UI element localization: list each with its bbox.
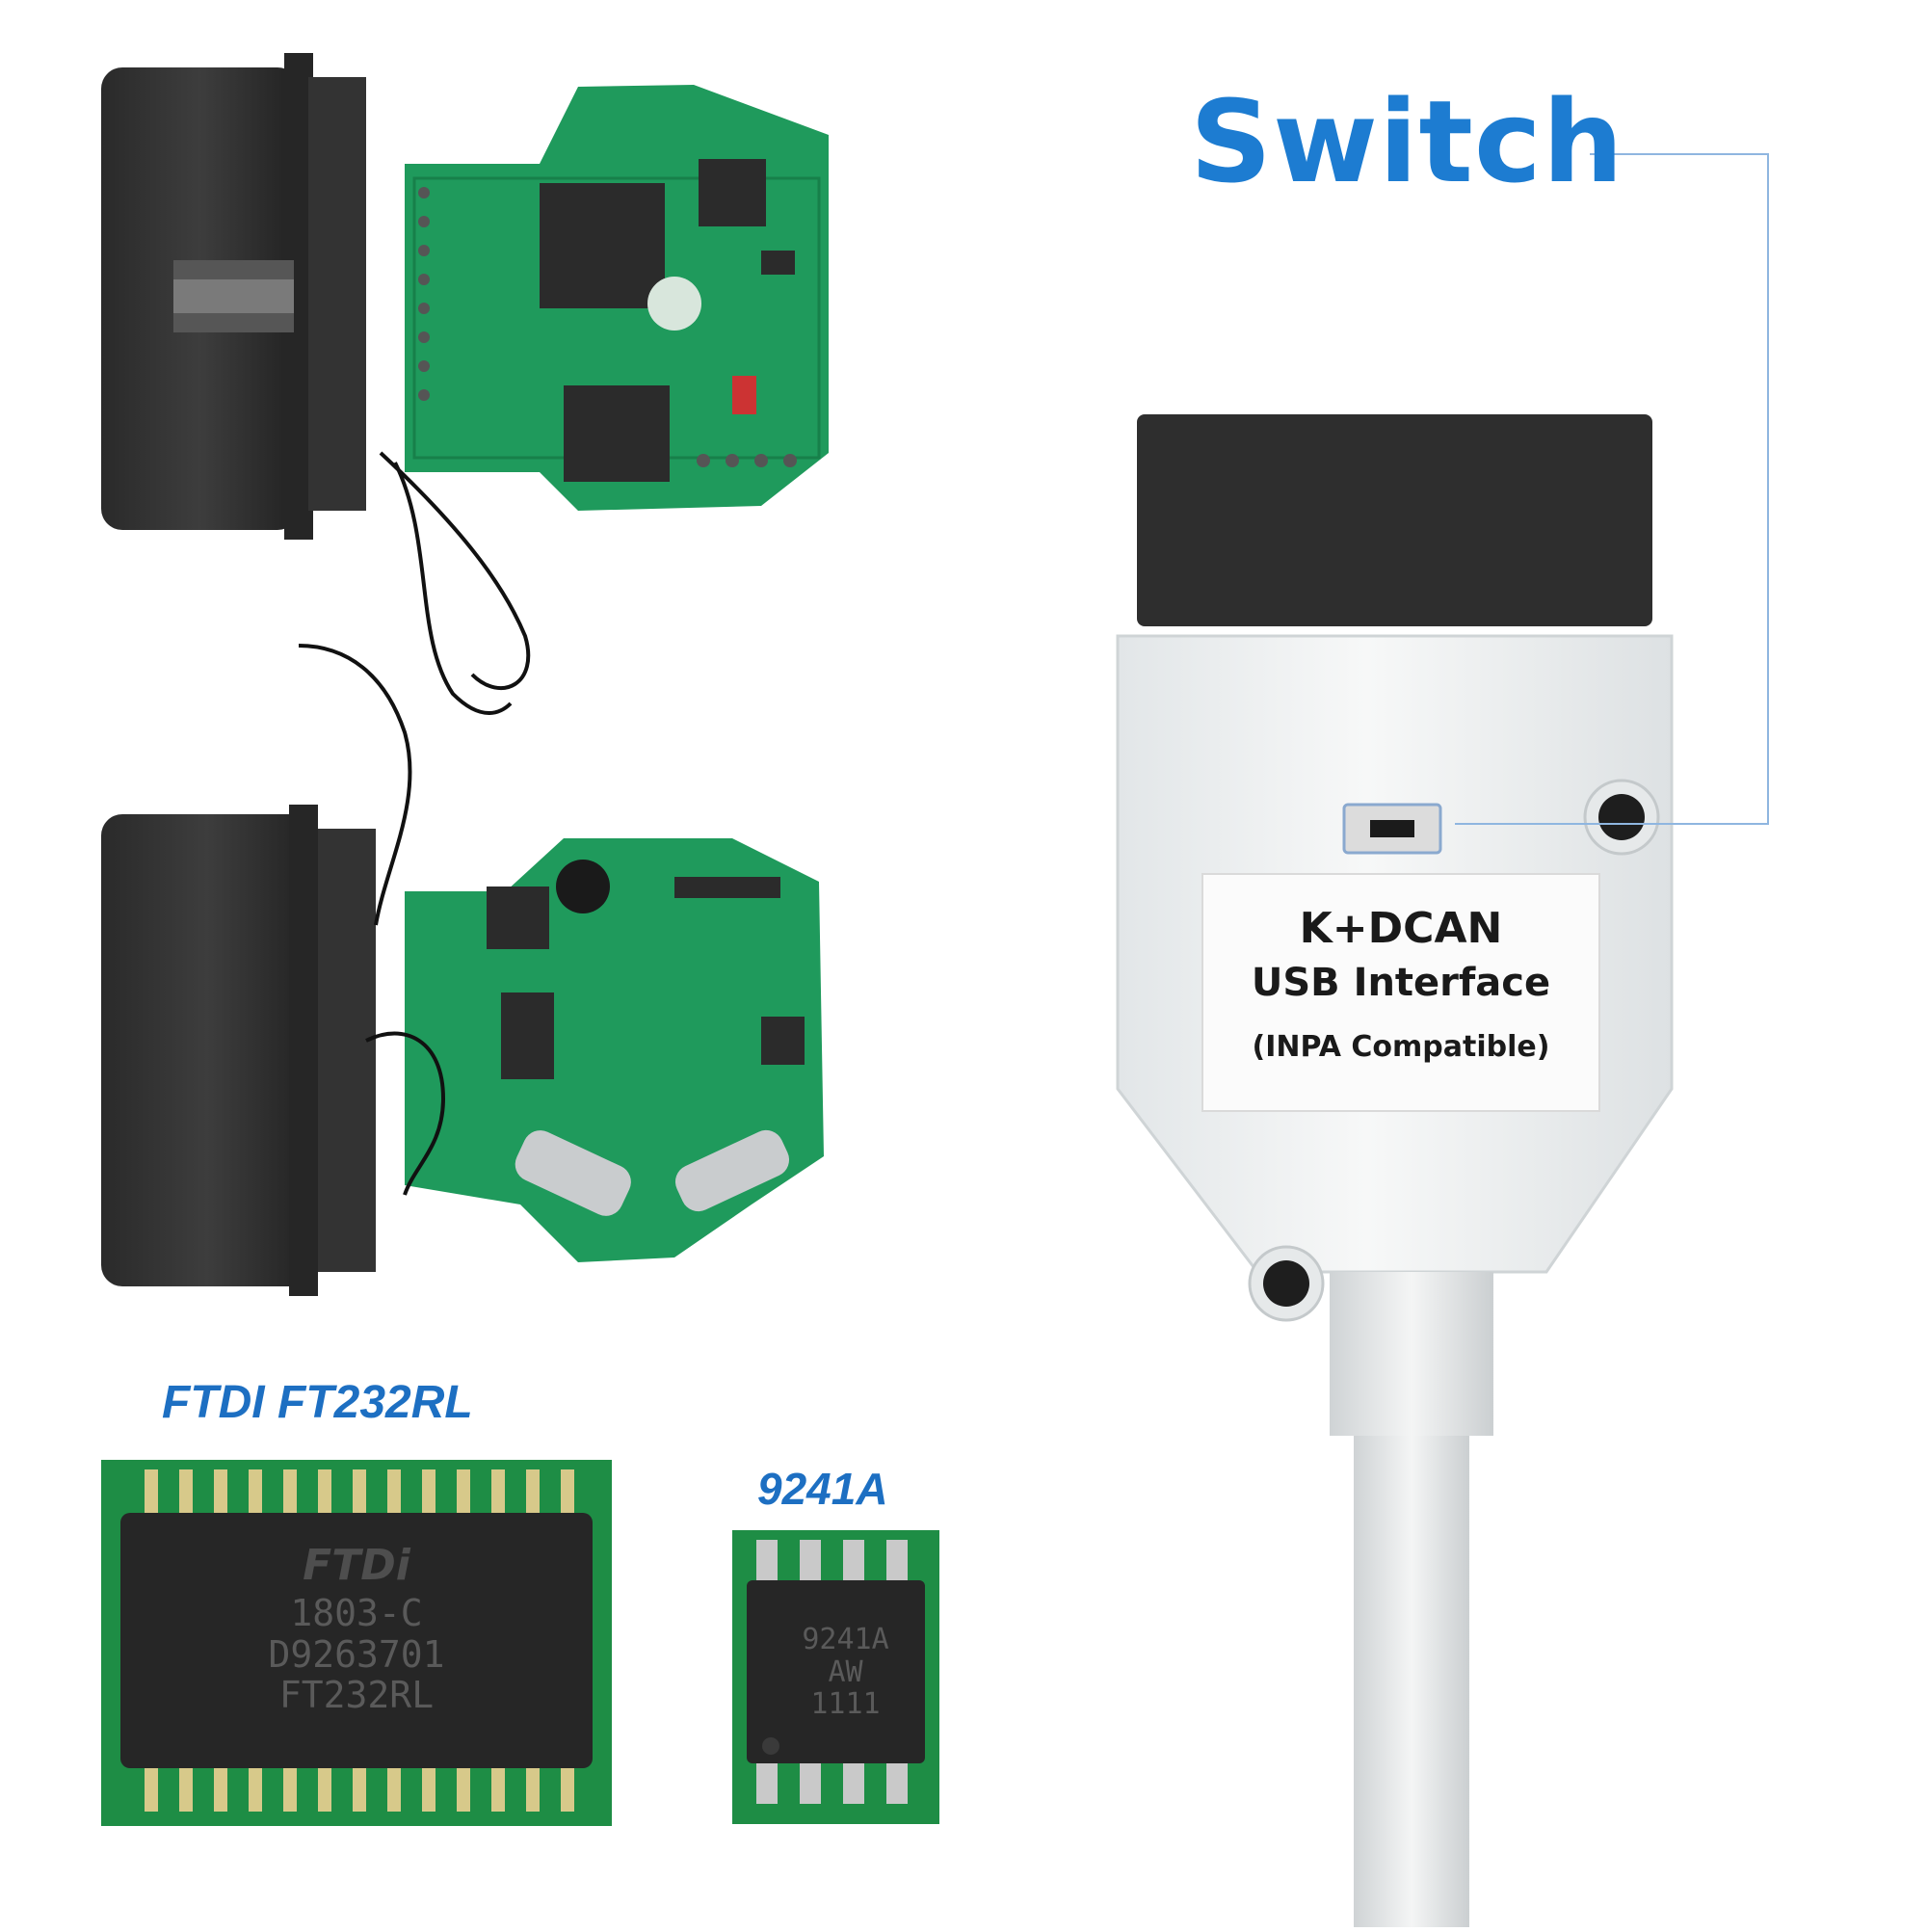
ftdi-chip-label: FTDI FT232RL [162,1377,473,1428]
9241a-chip-closeup [732,1530,939,1824]
9241a-chip-label: 9241A [757,1464,888,1514]
ftdi-chip-marking: FTDi 1803-C D9263701 FT232RL [193,1542,520,1716]
ftdi-brand-mark: FTDi [303,1541,410,1590]
kdcan-sticker: K+DCAN USB Interface (INPA Compatible) [1201,873,1600,1112]
9241a-marking-line-1: 9241A [802,1623,889,1656]
9241a-marking-line-2: AW [828,1654,863,1689]
obd-connector-bottom [101,805,376,1296]
sticker-line-1: K+DCAN [1299,904,1503,953]
pcb-board-bottom [298,644,824,1262]
ftdi-marking-line-3: FT232RL [278,1674,435,1717]
sticker-line-2: USB Interface [1251,961,1551,1005]
sticker-line-3: (INPA Compatible) [1252,1030,1550,1064]
ftdi-marking-line-1: 1803-C [290,1592,423,1635]
kdcan-cable [1116,414,1674,1927]
pcb-board-top [379,85,829,715]
ftdi-chip-closeup [101,1460,612,1826]
ftdi-marking-line-2: D9263701 [268,1632,445,1676]
obd-connector-top [101,53,366,540]
9241a-marking-line-3: 1111 [810,1687,881,1722]
switch-label: Switch [1190,75,1624,208]
switch-callout-line [1455,153,1769,825]
9241a-chip-marking: 9241A AW 1111 [761,1624,930,1721]
